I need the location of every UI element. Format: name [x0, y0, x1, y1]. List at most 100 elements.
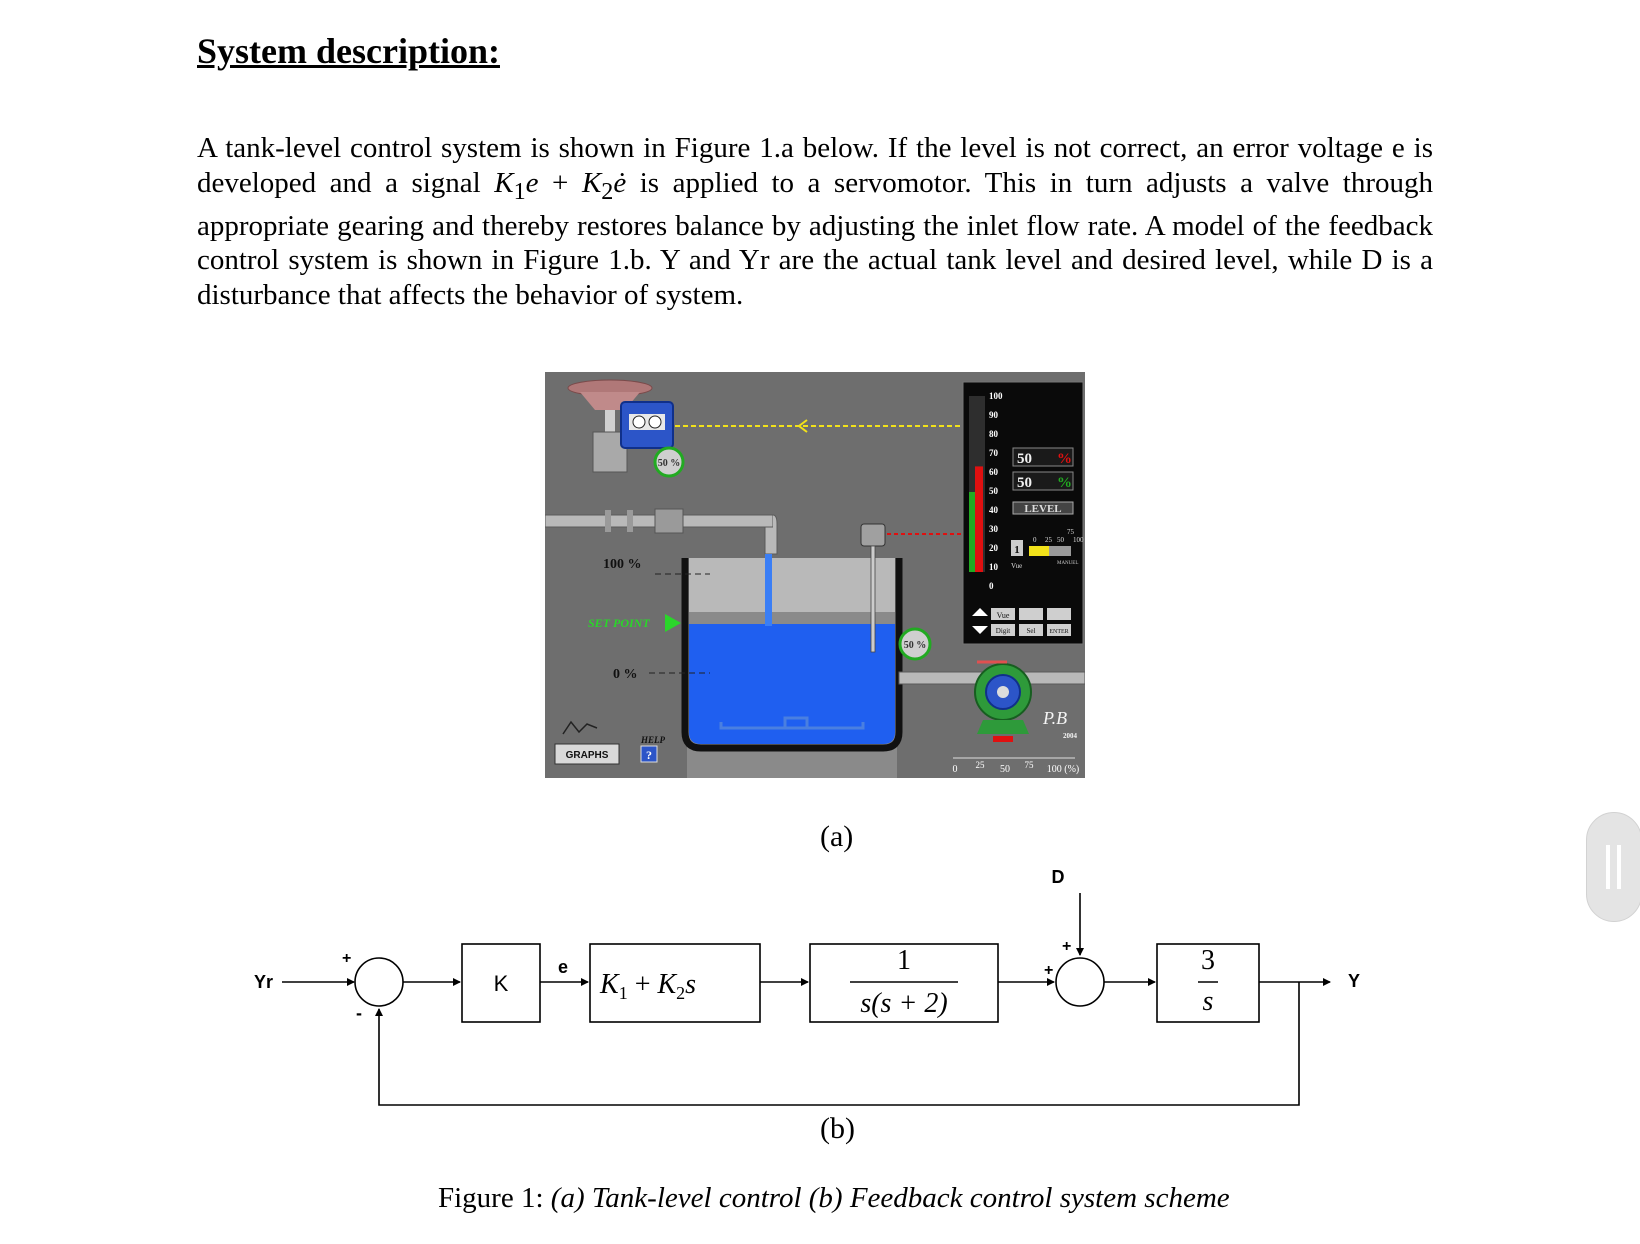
outlet-flow-meter	[898, 627, 932, 661]
auto-manual-button[interactable]	[1019, 608, 1043, 620]
enter-button-label: ENTER	[1049, 629, 1068, 635]
sum1-minus: -	[356, 1003, 362, 1023]
up-arrow-button[interactable]	[972, 608, 988, 616]
feedback-path	[375, 982, 1300, 1106]
pump-base	[977, 720, 1029, 734]
pd-controller-block	[589, 943, 761, 1023]
sum1-plus: +	[342, 950, 351, 967]
sel-button[interactable]	[1019, 624, 1043, 636]
pump-tick: 0	[953, 764, 958, 775]
help-button-label: ?	[646, 748, 652, 762]
scroll-handle[interactable]	[1586, 812, 1640, 922]
manual-label: MANUEL	[1057, 561, 1078, 566]
pipe-flange	[627, 510, 633, 532]
bar-tick: 75	[1067, 528, 1075, 536]
sum2-plus-left: +	[1044, 962, 1053, 979]
pd-controller-transfer-function: K1 + K2s	[599, 969, 696, 1003]
scale-tick: 30	[989, 524, 999, 534]
paragraph-part-2: is applied to a servomotor. This in turn…	[197, 166, 1434, 311]
pump-scale: 0 25 50 75 100 (%)	[953, 760, 1080, 775]
setpoint-label: SET POINT	[588, 616, 650, 630]
plant-numerator: 1	[897, 945, 911, 976]
bar-tick: 0	[1033, 536, 1037, 544]
vue-label: Vue	[1011, 562, 1022, 570]
brand-year: 2004	[1063, 732, 1078, 740]
figure-caption-text: (a) Tank-level control (b) Feedback cont…	[550, 1182, 1230, 1214]
bar-tick: 50	[1057, 536, 1065, 544]
scale-tick: 40	[989, 505, 999, 515]
tf-plus: +	[628, 969, 658, 1000]
vue-button[interactable]	[991, 608, 1015, 620]
pump-hub	[997, 686, 1009, 698]
plant-denominator: s(s + 2)	[860, 988, 947, 1019]
indicator-box	[1011, 540, 1023, 556]
eq-sub2: 2	[601, 177, 614, 205]
tf-sub2: 2	[676, 983, 685, 1003]
vue-button-label: Vue	[997, 611, 1010, 620]
eq-e-dot: ė	[613, 166, 627, 199]
bar-grey	[1049, 546, 1071, 556]
arrow-left-icon	[797, 419, 808, 433]
enter-button[interactable]	[1047, 624, 1071, 636]
scale-tick: 10	[989, 562, 999, 572]
readout-box	[1012, 447, 1074, 467]
level-bar	[975, 466, 983, 572]
eq-plus: +	[538, 166, 582, 199]
setpoint-arrow-icon[interactable]	[665, 614, 681, 632]
eq-sub1: 1	[513, 177, 526, 205]
scale-tick: 100	[989, 391, 1003, 401]
integrator-block	[1156, 943, 1260, 1023]
pump-tick: 100 (%)	[1047, 764, 1080, 775]
tf-s: s	[685, 969, 696, 1000]
system-description-paragraph: A tank-level control system is shown in …	[197, 131, 1433, 312]
help-button[interactable]	[640, 745, 658, 763]
tank-level-figure: 50 % 100 % SET POINT 0 % GRAPHS HELP ? 5…	[545, 372, 1085, 778]
digit-button[interactable]	[991, 624, 1015, 636]
level-probe	[870, 545, 876, 653]
pump-slider-knob[interactable]	[993, 736, 1013, 742]
level-scale: 100 90 80 70 60 50 40 30 20 10 0	[989, 391, 1003, 591]
eq-k1: K	[494, 166, 514, 199]
block-diagram: Yr + - K e D + + Y K1 + K2s 1 s(s + 2) 3…	[254, 867, 1360, 1106]
readout-unit: %	[1057, 451, 1072, 467]
pump-tick: 50	[1000, 764, 1010, 775]
flow-sensor	[654, 508, 684, 534]
high-limit-label: 100 %	[603, 557, 642, 572]
eq-k2: K	[581, 166, 602, 199]
outlet-percent: 50 %	[904, 640, 927, 651]
gain-k-label: K	[494, 971, 509, 996]
tf-k1: K	[599, 969, 620, 1000]
readout-value: 50	[1017, 475, 1032, 491]
inflow-stream	[765, 554, 772, 626]
level-label: LEVEL	[1024, 503, 1061, 515]
scale-tick: 20	[989, 543, 999, 553]
tank-air	[689, 558, 895, 612]
tf-sub1: 1	[619, 983, 628, 1003]
sum2-plus-top: +	[1062, 938, 1071, 955]
grip-line-icon	[1606, 845, 1610, 889]
readout-unit: %	[1057, 475, 1072, 491]
figure-caption-prefix: Figure 1:	[438, 1182, 551, 1214]
valve-flow-meter	[653, 446, 685, 478]
low-limit-label: 0 %	[613, 667, 638, 682]
bar-scale: 0 25 50 75 100	[1033, 528, 1084, 544]
scale-tick: 60	[989, 467, 999, 477]
digit-button-label: Digit	[996, 627, 1010, 635]
summing-junction-2	[1055, 957, 1105, 1007]
help-label: HELP	[640, 735, 666, 745]
level-label-box	[1012, 501, 1074, 515]
signal-e-label: e	[558, 957, 568, 977]
readout-value: 50	[1017, 451, 1032, 467]
grip-line-icon	[1617, 845, 1621, 889]
disturbance-label-d: D	[1052, 867, 1065, 887]
graphs-button[interactable]	[554, 743, 620, 765]
pump-tick: 75	[1025, 760, 1035, 770]
readout-box	[1012, 471, 1074, 491]
tf-k2: K	[656, 969, 677, 1000]
section-heading: System description:	[197, 31, 500, 71]
down-arrow-button[interactable]	[972, 626, 988, 634]
mode-button[interactable]	[1047, 608, 1071, 620]
bar-tick: 25	[1045, 536, 1053, 544]
indicator-value: 1	[1014, 544, 1020, 556]
paragraph-part-1: A tank-level control system is shown in …	[197, 132, 1433, 199]
